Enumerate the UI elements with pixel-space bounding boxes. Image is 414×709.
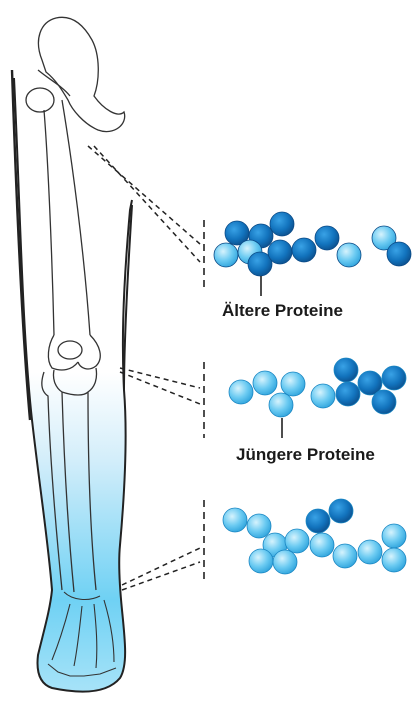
protein-sphere xyxy=(310,533,334,557)
younger-proteins-cluster xyxy=(229,358,406,438)
protein-sphere xyxy=(281,372,305,396)
older-proteins-label: Ältere Proteine xyxy=(222,301,343,321)
pelvis-bone xyxy=(38,17,125,131)
protein-sphere xyxy=(311,384,335,408)
protein-sphere xyxy=(382,524,406,548)
protein-sphere xyxy=(387,242,411,266)
protein-sphere xyxy=(214,243,238,267)
protein-sphere xyxy=(382,366,406,390)
protein-sphere xyxy=(223,508,247,532)
protein-sphere xyxy=(273,550,297,574)
protein-sphere xyxy=(269,393,293,417)
protein-sphere xyxy=(292,238,316,262)
protein-sphere xyxy=(268,240,292,264)
protein-sphere xyxy=(333,544,357,568)
protein-sphere xyxy=(247,514,271,538)
protein-sphere xyxy=(315,226,339,250)
protein-sphere xyxy=(358,540,382,564)
protein-sphere xyxy=(253,371,277,395)
older-proteins-cluster xyxy=(214,212,411,296)
lower-proteins-cluster xyxy=(223,499,406,574)
protein-sphere xyxy=(285,529,309,553)
patella-bone xyxy=(58,341,82,359)
leader-line-middle-2 xyxy=(120,372,200,404)
protein-sphere xyxy=(229,380,253,404)
leader-line-lower-2 xyxy=(122,562,200,590)
protein-sphere xyxy=(270,212,294,236)
protein-sphere xyxy=(306,509,330,533)
protein-sphere xyxy=(337,243,361,267)
protein-sphere xyxy=(329,499,353,523)
protein-sphere xyxy=(336,382,360,406)
protein-sphere xyxy=(334,358,358,382)
protein-sphere xyxy=(382,548,406,572)
younger-proteins-label: Jüngere Proteine xyxy=(236,445,375,465)
leader-line-lower xyxy=(122,548,200,585)
protein-sphere xyxy=(372,390,396,414)
protein-sphere xyxy=(249,549,273,573)
leader-line-middle xyxy=(120,368,200,388)
